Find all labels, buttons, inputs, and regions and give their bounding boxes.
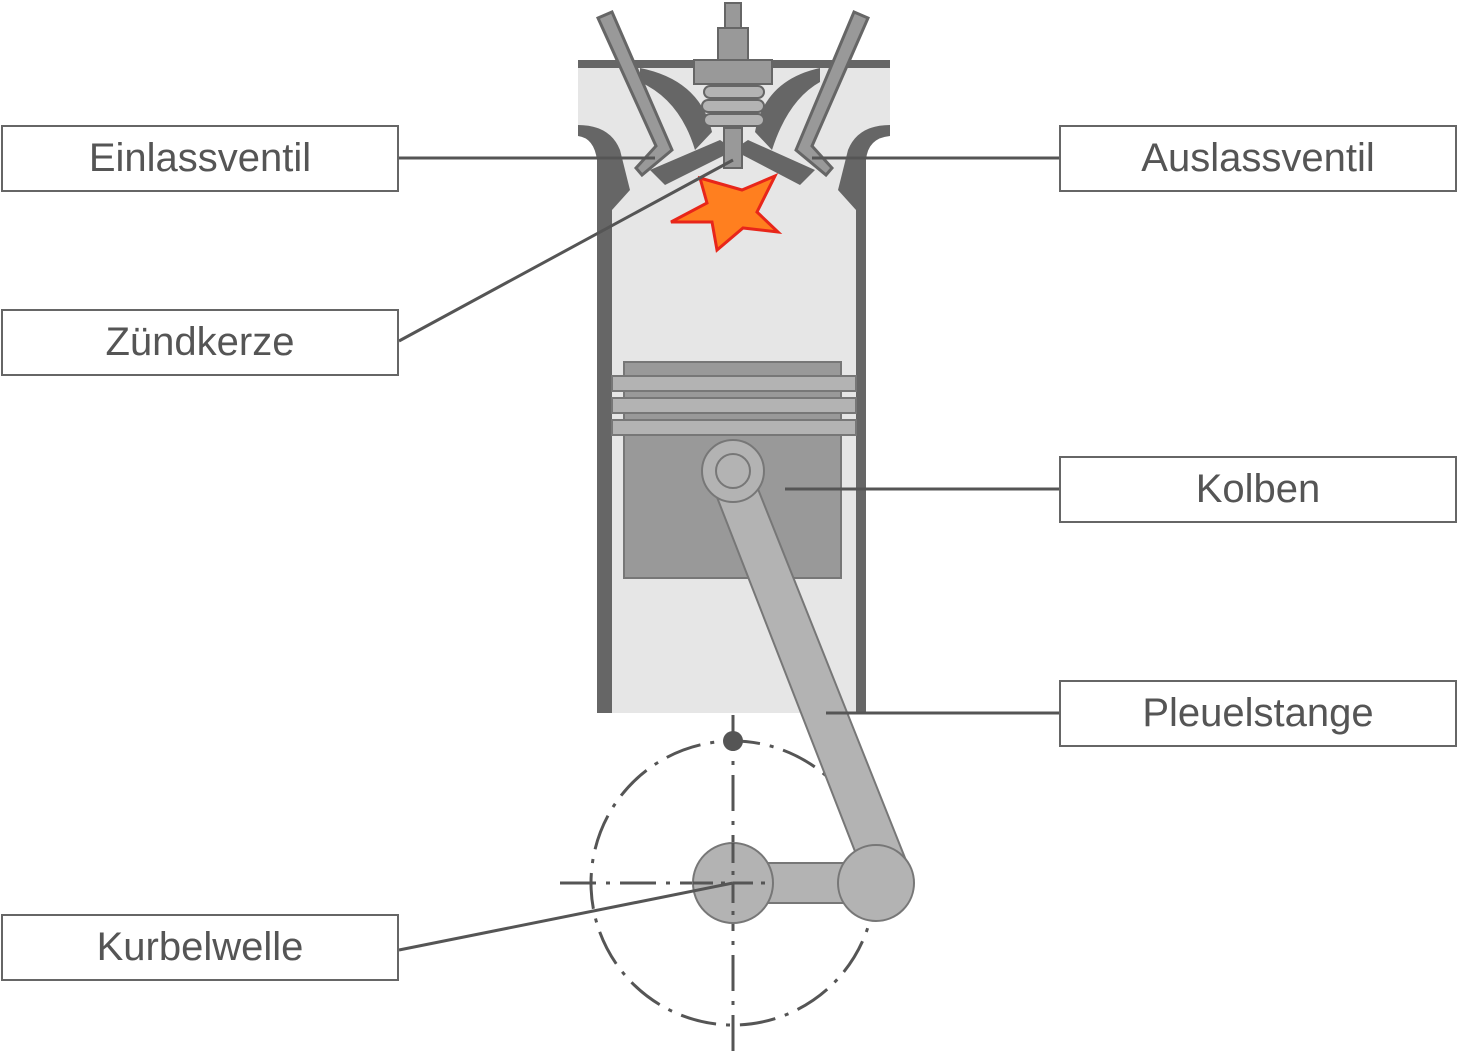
leader-lines — [398, 156, 1059, 952]
label-einlassventil: Einlassventil — [1, 125, 399, 192]
top-dead-center-marker — [723, 731, 743, 751]
label-kurbelwelle-text: Kurbelwelle — [96, 925, 304, 969]
label-zuendkerze-text: Zündkerze — [105, 320, 295, 364]
label-einlassventil-text: Einlassventil — [88, 136, 312, 180]
label-pleuelstange-text: Pleuelstange — [1142, 691, 1374, 735]
inlet-valve — [596, 10, 674, 178]
label-kolben: Kolben — [1059, 456, 1457, 523]
spark-icon — [670, 173, 783, 253]
label-auslassventil-text: Auslassventil — [1141, 136, 1375, 180]
label-auslassventil: Auslassventil — [1059, 125, 1457, 192]
label-zuendkerze: Zündkerze — [1, 309, 399, 376]
label-kurbelwelle: Kurbelwelle — [1, 914, 399, 981]
connecting-rod — [701, 439, 915, 897]
label-pleuelstange: Pleuelstange — [1059, 680, 1457, 747]
leader-kurbelwelle — [398, 881, 734, 952]
leader-zuendkerze — [398, 158, 734, 343]
label-kolben-text: Kolben — [1195, 467, 1321, 511]
exhaust-valve — [794, 10, 870, 178]
spark-plug — [693, 2, 773, 169]
